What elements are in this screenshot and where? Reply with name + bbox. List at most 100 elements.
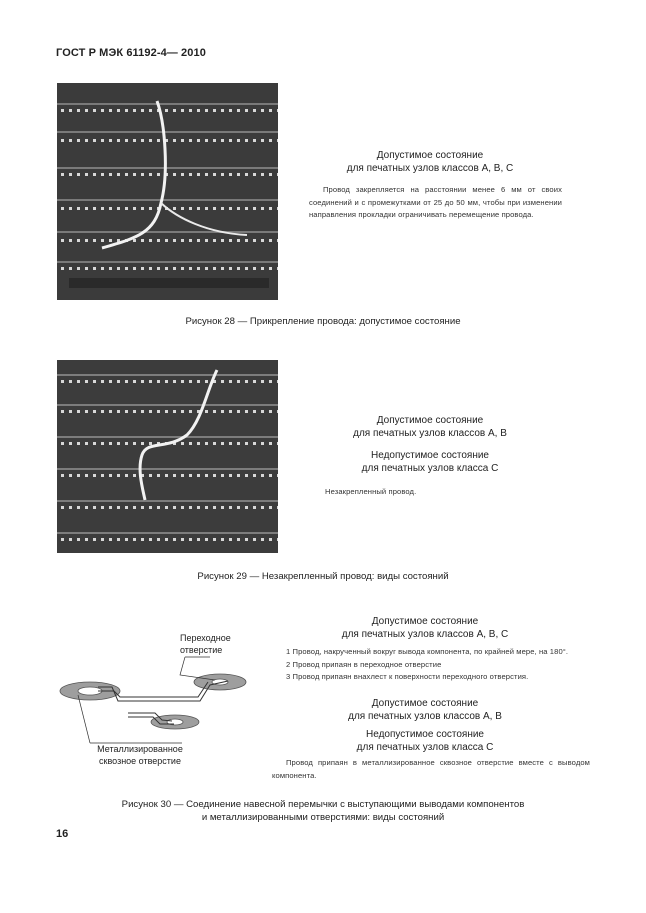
solder-pad-dot bbox=[77, 139, 80, 142]
solder-pad-dot bbox=[157, 474, 160, 477]
solder-pad-dot bbox=[133, 410, 136, 413]
solder-pad-dot bbox=[221, 139, 224, 142]
solder-pad-dot bbox=[61, 109, 64, 112]
solder-pad-dot bbox=[141, 380, 144, 383]
solder-pad-dot bbox=[173, 139, 176, 142]
solder-pad-dot bbox=[109, 267, 112, 270]
solder-pad-dot bbox=[69, 474, 72, 477]
solder-pad-dot bbox=[165, 109, 168, 112]
solder-pad-dot bbox=[261, 139, 264, 142]
solder-pad-dot bbox=[133, 380, 136, 383]
fig30-ok2-classes: для печатных узлов классов А, В bbox=[348, 711, 502, 722]
solder-pad-dot bbox=[165, 267, 168, 270]
solder-pad-dot bbox=[205, 506, 208, 509]
solder-pad-dot bbox=[181, 474, 184, 477]
solder-pad-dot bbox=[277, 139, 278, 142]
circuit-board-photo-29 bbox=[57, 360, 278, 553]
solder-pad-dot bbox=[245, 410, 248, 413]
solder-pad-dot bbox=[229, 239, 232, 242]
solder-pad-dot bbox=[245, 207, 248, 210]
solder-pad-dot bbox=[245, 538, 248, 541]
solder-pad-dot bbox=[205, 474, 208, 477]
solder-pad-dot bbox=[261, 474, 264, 477]
solder-pad-dot bbox=[269, 267, 272, 270]
solder-pad-dot bbox=[197, 207, 200, 210]
solder-pad-dot bbox=[69, 267, 72, 270]
solder-pad-dot bbox=[69, 410, 72, 413]
page-number: 16 bbox=[56, 828, 69, 840]
label-plated-hole: Металлизированное сквозное отверстие bbox=[97, 744, 183, 766]
solder-pad-dot bbox=[245, 139, 248, 142]
solder-pad-dot bbox=[261, 442, 264, 445]
solder-pad-dot bbox=[69, 173, 72, 176]
solder-pad-dot bbox=[277, 506, 278, 509]
solder-pad-dot bbox=[277, 380, 278, 383]
jumper-wire-diagram bbox=[59, 656, 247, 744]
solder-pad-dot bbox=[245, 380, 248, 383]
solder-pad-dot bbox=[125, 506, 128, 509]
solder-pad-dot bbox=[117, 442, 120, 445]
solder-pad-dot bbox=[253, 410, 256, 413]
solder-pad-dot bbox=[221, 173, 224, 176]
solder-pad-dot bbox=[173, 442, 176, 445]
solder-pad-dot bbox=[213, 267, 216, 270]
solder-pad-dot bbox=[245, 474, 248, 477]
solder-pad-dot bbox=[221, 380, 224, 383]
solder-pad-dot bbox=[237, 474, 240, 477]
fig30-item1: 1 Провод, накрученный вокруг вывода комп… bbox=[286, 647, 569, 656]
solder-pad-dot bbox=[181, 173, 184, 176]
solder-pad-dot bbox=[221, 410, 224, 413]
solder-pad-dot bbox=[181, 207, 184, 210]
solder-pad-dot bbox=[269, 410, 272, 413]
wire-diagram-30 bbox=[50, 625, 270, 775]
solder-pad-dot bbox=[69, 207, 72, 210]
solder-pad-dot bbox=[213, 474, 216, 477]
solder-pad-dot bbox=[245, 109, 248, 112]
solder-pad-dot bbox=[253, 506, 256, 509]
solder-pad-dot bbox=[269, 139, 272, 142]
solder-pad-dot bbox=[77, 442, 80, 445]
solder-pad-dot bbox=[237, 239, 240, 242]
solder-pad-dot bbox=[93, 442, 96, 445]
solder-pad-dot bbox=[261, 207, 264, 210]
fig29-bad-status: Недопустимое состояние bbox=[371, 450, 489, 461]
solder-pad-dot bbox=[69, 538, 72, 541]
solder-pad-dot bbox=[133, 109, 136, 112]
solder-pad-dot bbox=[85, 538, 88, 541]
solder-pad-dot bbox=[221, 207, 224, 210]
solder-pad-dot bbox=[149, 173, 152, 176]
solder-pad-dot bbox=[85, 474, 88, 477]
solder-pad-dot bbox=[109, 538, 112, 541]
solder-pad-dot bbox=[173, 109, 176, 112]
solder-pad-dot bbox=[149, 239, 152, 242]
solder-pad-dot bbox=[229, 207, 232, 210]
solder-pad-dot bbox=[77, 538, 80, 541]
solder-pad-dot bbox=[85, 173, 88, 176]
solder-pad-dot bbox=[189, 506, 192, 509]
solder-pad-dot bbox=[109, 207, 112, 210]
solder-pad-dot bbox=[117, 410, 120, 413]
fig30-ok1-classes: для печатных узлов классов А, В, С bbox=[341, 629, 509, 640]
solder-pad-dot bbox=[109, 410, 112, 413]
fig29-caption: Рисунок 29 — Незакрепленный провод: виды… bbox=[197, 571, 449, 582]
solder-pad-dot bbox=[149, 410, 152, 413]
solder-pad-dot bbox=[165, 239, 168, 242]
solder-pad-dot bbox=[253, 109, 256, 112]
solder-pad-dot bbox=[93, 109, 96, 112]
solder-pad-dot bbox=[101, 442, 104, 445]
solder-pad-dot bbox=[101, 109, 104, 112]
solder-pad-dot bbox=[173, 207, 176, 210]
fig29-ok-classes: для печатных узлов классов А, В bbox=[353, 428, 507, 439]
solder-pad-dot bbox=[205, 139, 208, 142]
solder-pad-dot bbox=[133, 173, 136, 176]
solder-pad-dot bbox=[229, 538, 232, 541]
solder-pad-dot bbox=[237, 207, 240, 210]
solder-pad-dot bbox=[269, 474, 272, 477]
solder-pad-dot bbox=[165, 380, 168, 383]
solder-pad-dot bbox=[237, 506, 240, 509]
solder-pad-dot bbox=[125, 109, 128, 112]
solder-pad-dot bbox=[197, 109, 200, 112]
solder-pad-dot bbox=[149, 474, 152, 477]
solder-pad-dot bbox=[269, 239, 272, 242]
solder-pad-dot bbox=[125, 538, 128, 541]
